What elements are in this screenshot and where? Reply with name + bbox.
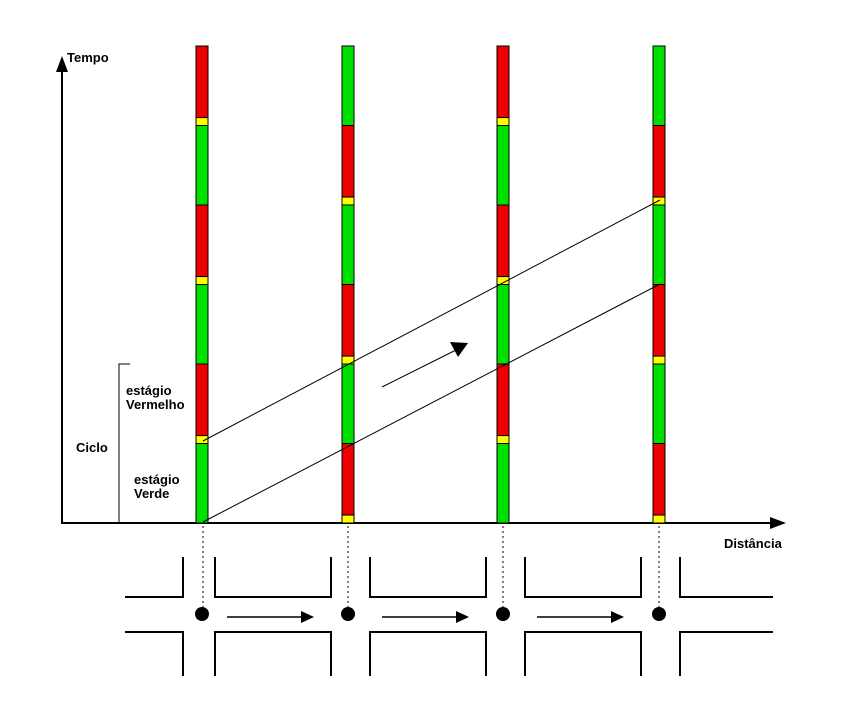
yellow-phase-segment <box>652 514 666 524</box>
intersection-dot-icon <box>652 607 666 621</box>
band-direction-arrow <box>381 349 457 388</box>
red-phase-segment <box>652 125 666 198</box>
y-axis-label: Tempo <box>67 50 109 65</box>
red-phase-segment <box>652 443 666 516</box>
red-phase-segment <box>195 45 209 119</box>
street-arrow-icon <box>301 611 314 623</box>
block-bottom-0 <box>125 631 184 676</box>
block-bottom-3 <box>524 631 642 676</box>
green-phase-segment <box>652 204 666 285</box>
block-top-3 <box>524 557 642 598</box>
band-upper-edge <box>202 199 661 442</box>
green-phase-segment <box>341 204 355 285</box>
yellow-phase-segment <box>195 117 209 127</box>
red-phase-segment <box>195 204 209 278</box>
red-phase-segment <box>496 45 510 119</box>
green-phase-segment <box>496 443 510 524</box>
red-phase-segment <box>341 125 355 198</box>
x-axis-arrowhead-icon <box>770 517 786 529</box>
yellow-phase-segment <box>195 276 209 285</box>
red-phase-segment <box>195 363 209 437</box>
green-stage-label-line1: estágio <box>134 472 180 487</box>
block-top-2 <box>369 557 487 598</box>
band-lower-edge <box>202 283 661 523</box>
cycle-bracket <box>118 363 130 523</box>
red-phase-segment <box>496 204 510 278</box>
yellow-phase-segment <box>652 355 666 365</box>
x-axis-label: Distância <box>724 536 782 551</box>
green-phase-segment <box>496 125 510 206</box>
green-phase-segment <box>652 363 666 444</box>
yellow-phase-segment <box>341 514 355 524</box>
block-bottom-4 <box>679 631 773 676</box>
block-top-4 <box>679 557 773 598</box>
red-phase-segment <box>652 284 666 357</box>
block-top-1 <box>214 557 332 598</box>
green-phase-segment <box>652 45 666 126</box>
intersection-dot-icon <box>496 607 510 621</box>
cycle-label: Ciclo <box>76 440 108 455</box>
signal-3-bar <box>496 45 510 524</box>
red-phase-segment <box>341 443 355 516</box>
yellow-phase-segment <box>496 117 510 127</box>
green-stage-label-line2: Verde <box>134 486 170 501</box>
intersection-dot-icon <box>195 607 209 621</box>
signal-2-bar <box>341 45 355 524</box>
block-bottom-2 <box>369 631 487 676</box>
y-axis-arrowhead-icon <box>56 56 68 72</box>
signal-1-bar <box>195 45 209 524</box>
green-phase-segment <box>195 443 209 524</box>
street-arrow-icon <box>611 611 624 623</box>
green-phase-segment <box>341 45 355 126</box>
block-bottom-1 <box>214 631 332 676</box>
red-phase-segment <box>496 363 510 437</box>
red-stage-label-line2: Vermelho <box>126 397 185 412</box>
street-arrow-icon <box>456 611 469 623</box>
yellow-phase-segment <box>496 435 510 444</box>
band-arrow-icon <box>450 342 468 357</box>
red-phase-segment <box>341 284 355 357</box>
intersection-markers <box>195 607 666 621</box>
yellow-phase-segment <box>341 196 355 206</box>
green-phase-segment <box>195 125 209 206</box>
green-phase-segment <box>195 284 209 365</box>
green-phase-segment <box>341 363 355 444</box>
block-top-0 <box>125 557 184 598</box>
signal-4-bar <box>652 45 666 524</box>
green-phase-segment <box>496 284 510 365</box>
street-plan <box>125 557 773 676</box>
street-arrows <box>227 611 624 623</box>
intersection-guides <box>202 526 660 612</box>
red-stage-label-line1: estágio <box>126 383 172 398</box>
signal-timing-bars <box>195 45 666 524</box>
intersection-dot-icon <box>341 607 355 621</box>
